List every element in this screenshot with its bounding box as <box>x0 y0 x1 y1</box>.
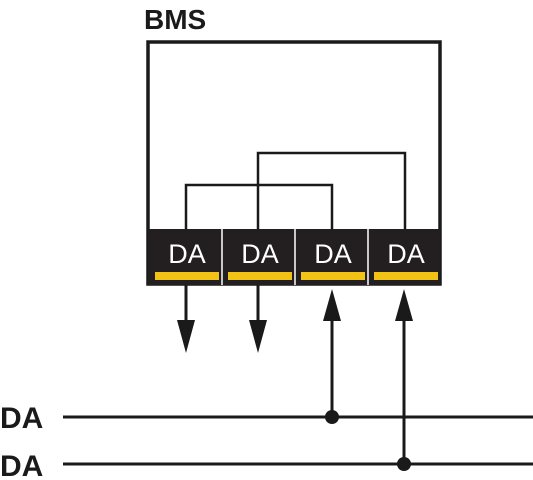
terminal-1-label: DA <box>168 239 206 269</box>
input-arrow-3 <box>323 289 341 416</box>
terminal-3-label: DA <box>314 239 352 269</box>
terminal-3: DA <box>301 239 365 280</box>
da-bus-1-label: DA <box>0 402 43 435</box>
terminal-2-label: DA <box>241 239 279 269</box>
bms-label: BMS <box>144 4 206 35</box>
output-arrow-1 <box>177 285 195 353</box>
output-arrow-2 <box>249 285 267 353</box>
internal-link-2-4 <box>256 151 407 230</box>
junction-dot <box>397 457 411 471</box>
arrow-up-icon <box>323 289 341 321</box>
terminal-3-accent <box>301 272 365 280</box>
terminal-4: DA <box>374 239 438 280</box>
terminal-1-accent <box>155 272 219 280</box>
terminal-2: DA <box>228 239 292 280</box>
terminal-4-label: DA <box>387 239 425 269</box>
da-bus-2-label: DA <box>0 450 43 480</box>
arrow-up-icon <box>395 289 413 321</box>
terminal-1: DA <box>155 239 219 280</box>
terminal-2-accent <box>228 272 292 280</box>
input-arrow-4 <box>395 289 413 464</box>
junction-dot <box>325 410 339 424</box>
terminal-4-accent <box>374 272 438 280</box>
arrow-down-icon <box>249 320 267 353</box>
arrow-down-icon <box>177 320 195 353</box>
